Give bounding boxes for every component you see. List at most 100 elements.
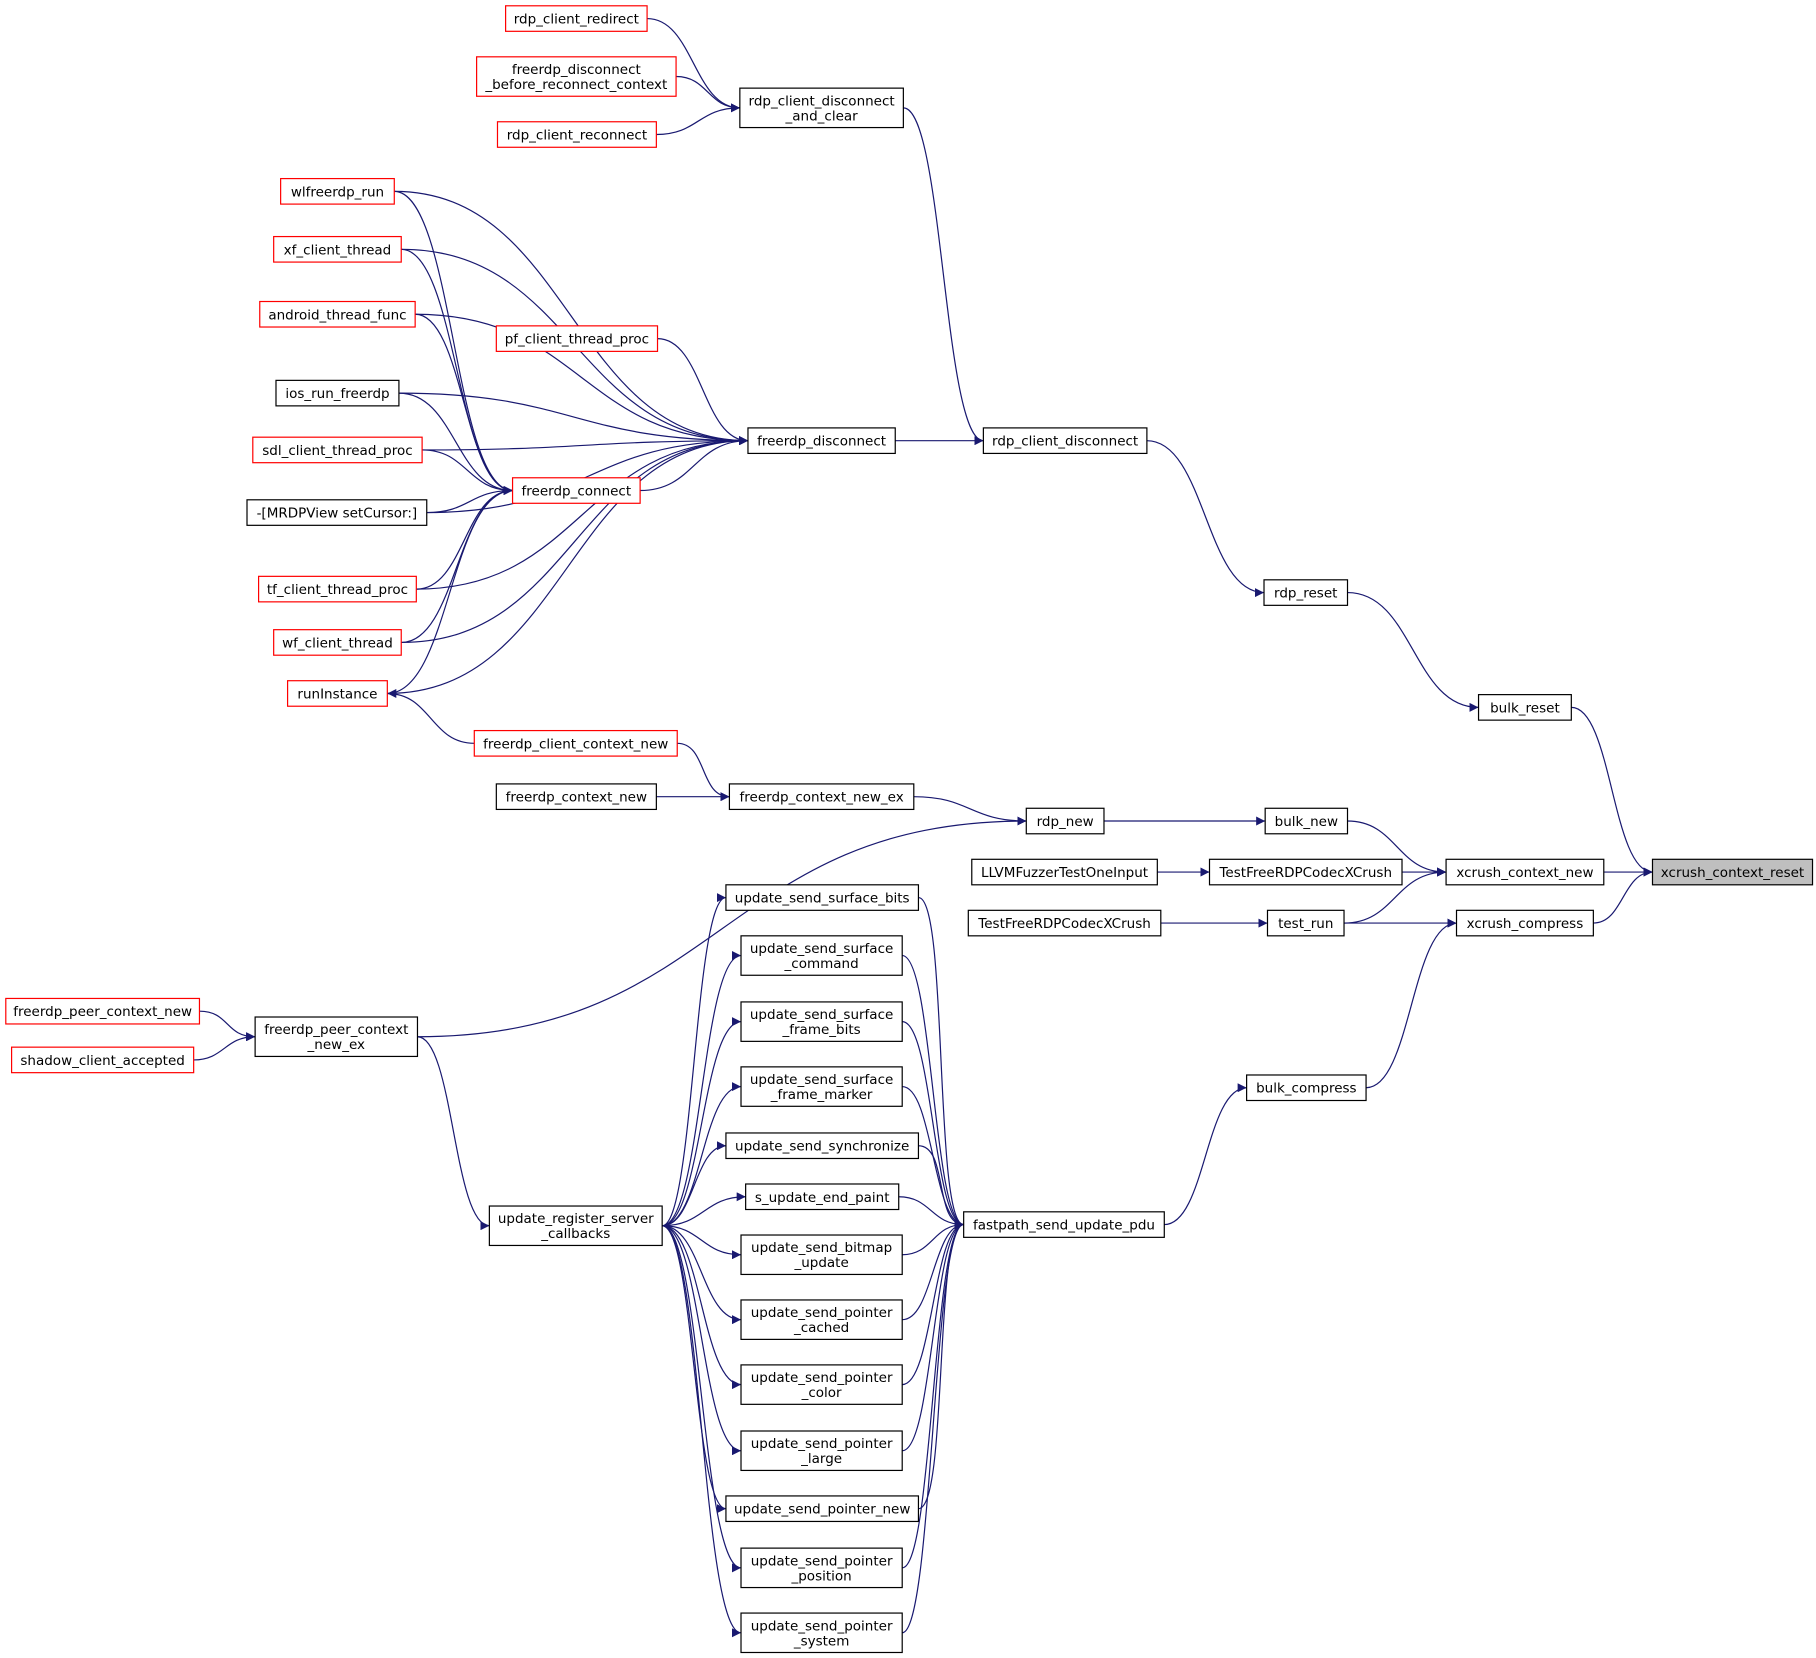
node-box bbox=[476, 56, 677, 97]
node-box bbox=[495, 325, 659, 352]
edge-rdp-client-reconnect-to-rdp-client-disconnect-and-clear bbox=[656, 103, 740, 136]
node-rdp-new[interactable]: rdp_new bbox=[1025, 807, 1105, 835]
node-update-send-bitmap-update[interactable]: update_send_bitmap_update bbox=[740, 1234, 903, 1276]
node-update-send-pointer-position[interactable]: update_send_pointer_position bbox=[740, 1547, 903, 1589]
node-rdp-client-disconnect[interactable]: rdp_client_disconnect bbox=[982, 427, 1148, 455]
node-rdp-client-disconnect-and-clear[interactable]: rdp_client_disconnect_and_clear bbox=[739, 87, 904, 129]
node-label: update_send_surface_bits bbox=[735, 891, 910, 907]
node-wf-client-thread[interactable]: wf_client_thread bbox=[273, 629, 402, 656]
node-xf-client-thread[interactable]: xf_client_thread bbox=[273, 235, 402, 263]
node-fastpath-send-update-pdu[interactable]: fastpath_send_update_pdu bbox=[963, 1211, 1165, 1238]
node-s-update-end-paint[interactable]: s_update_end_paint bbox=[745, 1183, 900, 1211]
node-label: rdp_client_disconnect bbox=[749, 93, 895, 109]
node-freerdp-context-new-ex[interactable]: freerdp_context_new_ex bbox=[728, 783, 915, 811]
node-label: _frame_bits bbox=[782, 1022, 861, 1038]
node-tf-client-thread-proc[interactable]: tf_client_thread_proc bbox=[258, 575, 417, 603]
node-update-send-pointer-system[interactable]: update_send_pointer_system bbox=[740, 1612, 903, 1654]
node-rdp-client-redirect[interactable]: rdp_client_redirect bbox=[505, 5, 648, 32]
node-label: _frame_marker bbox=[770, 1087, 873, 1103]
node-box bbox=[275, 379, 400, 407]
edge-bulk-new-to-xcrush-context-new bbox=[1347, 820, 1447, 877]
node-label: update_send_pointer_new bbox=[734, 1502, 910, 1518]
node-box bbox=[286, 680, 388, 707]
node-box bbox=[745, 1183, 900, 1211]
node-label: _update bbox=[793, 1255, 848, 1271]
node-freerdp-connect[interactable]: freerdp_connect bbox=[511, 477, 641, 504]
node-label: xcrush_context_new bbox=[1456, 865, 1593, 881]
node-label: _cached bbox=[793, 1320, 849, 1336]
node-label: fastpath_send_update_pdu bbox=[973, 1218, 1155, 1234]
node-bulk-compress[interactable]: bulk_compress bbox=[1246, 1074, 1367, 1102]
node-label: xcrush_compress bbox=[1467, 916, 1584, 932]
node-label: _new_ex bbox=[307, 1037, 365, 1053]
node-box bbox=[259, 300, 416, 328]
node-freerdp-peer-context-new[interactable]: freerdp_peer_context_new bbox=[5, 997, 201, 1025]
node-box bbox=[495, 783, 657, 811]
node-label: xcrush_context_reset bbox=[1661, 865, 1804, 881]
node-update-send-surface-command[interactable]: update_send_surface_command bbox=[740, 935, 903, 976]
node-android-thread-func[interactable]: android_thread_func bbox=[259, 300, 416, 328]
node-rdp-client-reconnect[interactable]: rdp_client_reconnect bbox=[496, 121, 657, 148]
node-box bbox=[740, 1612, 903, 1654]
node-freerdp-client-context-new[interactable]: freerdp_client_context_new bbox=[473, 729, 678, 757]
node-update-send-pointer-color[interactable]: update_send_pointer_color bbox=[740, 1364, 903, 1405]
node-label: pf_client_thread_proc bbox=[505, 332, 649, 348]
node-box bbox=[505, 5, 648, 32]
node-box bbox=[971, 858, 1158, 886]
node-wlfreerdp-run[interactable]: wlfreerdp_run bbox=[280, 177, 395, 205]
node-update-send-surface-bits[interactable]: update_send_surface_bits bbox=[725, 884, 920, 911]
node-xcrush-context-new[interactable]: xcrush_context_new bbox=[1445, 858, 1605, 886]
node-test-run[interactable]: test_run bbox=[1266, 909, 1345, 937]
node-update-send-surface-frame-marker[interactable]: update_send_surface_frame_marker bbox=[740, 1066, 903, 1107]
node-bulk-new[interactable]: bulk_new bbox=[1264, 807, 1349, 835]
node-box bbox=[740, 1430, 903, 1472]
node-ios-run-freerdp[interactable]: ios_run_freerdp bbox=[275, 379, 400, 407]
node-label: _callbacks bbox=[540, 1226, 610, 1242]
node-update-send-surface-frame-bits[interactable]: update_send_surface_frame_bits bbox=[740, 1001, 903, 1042]
node-pf-client-thread-proc[interactable]: pf_client_thread_proc bbox=[495, 325, 659, 352]
node-label: bulk_new bbox=[1275, 814, 1338, 830]
node-shadow-client-accepted[interactable]: shadow_client_accepted bbox=[10, 1046, 195, 1074]
node-bulk-reset[interactable]: bulk_reset bbox=[1477, 694, 1572, 721]
node-box bbox=[1455, 909, 1594, 937]
edge-update-send-pointer-cached-to-fastpath-send-update-pdu bbox=[902, 1220, 964, 1321]
node-box bbox=[740, 1364, 903, 1405]
node-runinstance[interactable]: runInstance bbox=[286, 680, 388, 707]
node-box bbox=[254, 1016, 419, 1058]
node-freerdp-peer-context-new-ex[interactable]: freerdp_peer_context_new_ex bbox=[254, 1016, 419, 1058]
node-box bbox=[10, 1046, 195, 1074]
node-update-send-synchronize[interactable]: update_send_synchronize bbox=[725, 1132, 920, 1160]
edge-freerdp-context-new-ex-to-rdp-new bbox=[913, 796, 1027, 826]
node-label: rdp_client_disconnect bbox=[992, 434, 1138, 450]
node-freerdp-disconnect-before-reconnect-context[interactable]: freerdp_disconnect_before_reconnect_cont… bbox=[476, 56, 677, 97]
node-update-send-pointer-cached[interactable]: update_send_pointer_cached bbox=[740, 1299, 903, 1340]
edge-update-register-server-callbacks-to-update-send-bitmap-update bbox=[662, 1225, 742, 1260]
node-testfreerdpcodecxcrush-2[interactable]: TestFreeRDPCodecXCrush bbox=[967, 909, 1162, 937]
node-box bbox=[1264, 807, 1349, 835]
node-testfreerdpcodecxcrush-1[interactable]: TestFreeRDPCodecXCrush bbox=[1208, 858, 1403, 886]
node-box bbox=[496, 121, 657, 148]
node-freerdp-context-new[interactable]: freerdp_context_new bbox=[495, 783, 657, 811]
node-label: freerdp_peer_context bbox=[264, 1022, 408, 1038]
node-update-register-server-callbacks[interactable]: update_register_server_callbacks bbox=[488, 1205, 663, 1247]
edge-rdp-client-redirect-to-rdp-client-disconnect-and-clear bbox=[647, 17, 740, 113]
node-mrdpview-setcursor[interactable]: -[MRDPView setCursor:] bbox=[246, 499, 428, 526]
node-llvmfuzzertestoneinput[interactable]: LLVMFuzzerTestOneInput bbox=[971, 858, 1158, 886]
node-freerdp-disconnect[interactable]: freerdp_disconnect bbox=[747, 427, 896, 455]
edge-update-register-server-callbacks-to-s-update-end-paint bbox=[662, 1192, 746, 1227]
node-rdp-reset[interactable]: rdp_reset bbox=[1263, 579, 1349, 606]
node-update-send-pointer-new[interactable]: update_send_pointer_new bbox=[725, 1495, 920, 1523]
node-xcrush-compress[interactable]: xcrush_compress bbox=[1455, 909, 1594, 937]
node-box bbox=[739, 87, 904, 129]
node-xcrush-context-reset: xcrush_context_reset bbox=[1651, 858, 1814, 886]
edge-bulk-reset-to-xcrush-context-reset bbox=[1571, 706, 1653, 877]
nodes-layer: xcrush_context_reset bulk_reset xcrush_con… bbox=[5, 5, 1814, 1654]
node-box bbox=[747, 427, 896, 455]
node-label: -[MRDPView setCursor:] bbox=[257, 506, 418, 522]
node-label: freerdp_disconnect bbox=[512, 62, 641, 78]
node-sdl-client-thread-proc[interactable]: sdl_client_thread_proc bbox=[252, 436, 423, 464]
node-label: update_send_pointer bbox=[751, 1305, 893, 1321]
node-label: sdl_client_thread_proc bbox=[262, 443, 412, 459]
node-update-send-pointer-large[interactable]: update_send_pointer_large bbox=[740, 1430, 903, 1472]
